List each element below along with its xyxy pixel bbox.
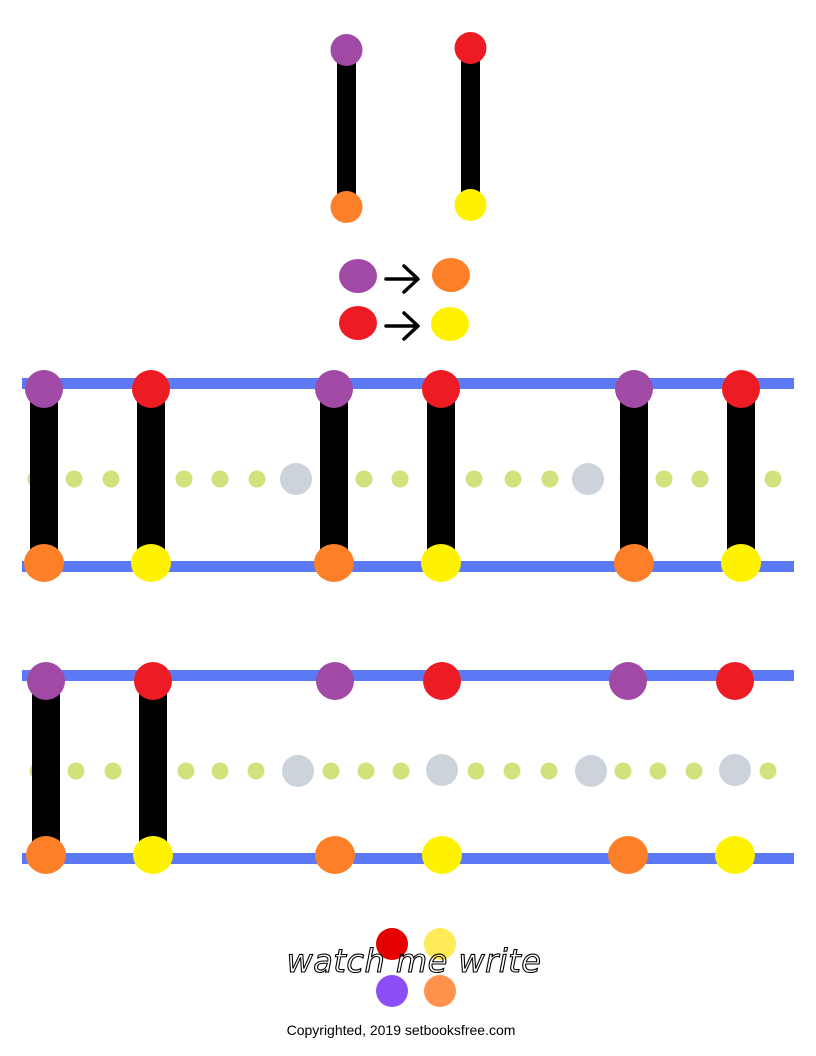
logo-yellow-dot bbox=[424, 928, 456, 960]
model-stroke-2-end-dot bbox=[454, 189, 487, 221]
stroke-direction-legend bbox=[339, 258, 470, 341]
legend-orange-dot bbox=[432, 258, 470, 292]
midline-space-markers bbox=[282, 754, 751, 787]
traced-stroke bbox=[26, 662, 66, 874]
model-stroke-1-start-dot bbox=[330, 34, 363, 66]
copyright-notice: Copyrighted, 2019 setbooksfree.com bbox=[286, 1022, 516, 1038]
model-stroke-1-end-dot bbox=[330, 191, 363, 223]
practice-row-2 bbox=[22, 662, 794, 874]
trace-end-dots bbox=[315, 836, 755, 874]
bottom-rule-line bbox=[22, 853, 794, 864]
traced-stroke bbox=[314, 370, 354, 582]
trace-start-dots bbox=[316, 662, 754, 700]
legend-purple-dot bbox=[339, 259, 377, 293]
logo-text: watch me write bbox=[287, 942, 542, 980]
top-rule-line bbox=[22, 378, 794, 389]
traced-stroke bbox=[133, 662, 173, 874]
right-arrow-icon bbox=[384, 311, 420, 341]
logo-orange-dot bbox=[424, 975, 456, 1007]
traced-stroke bbox=[24, 370, 64, 582]
bottom-rule-line bbox=[22, 561, 794, 572]
model-strokes bbox=[330, 32, 487, 223]
model-stroke-1-line bbox=[337, 50, 356, 207]
legend-row-red-to-yellow bbox=[339, 306, 469, 341]
right-arrow-icon bbox=[384, 264, 420, 294]
legend-yellow-dot bbox=[431, 307, 469, 341]
legend-row-purple-to-orange bbox=[339, 258, 470, 294]
model-stroke-1 bbox=[330, 34, 363, 223]
watch-me-write-logo: watch me write bbox=[286, 928, 542, 1007]
practice-row-1 bbox=[22, 370, 794, 582]
logo-red-dot bbox=[376, 928, 408, 960]
model-stroke-2-start-dot bbox=[454, 32, 487, 64]
midline-dots bbox=[27, 470, 782, 488]
model-stroke-2 bbox=[454, 32, 487, 221]
top-rule-line bbox=[22, 670, 794, 681]
traced-stroke bbox=[131, 370, 171, 582]
legend-red-dot bbox=[339, 306, 377, 340]
midline-space-markers bbox=[280, 463, 604, 495]
logo-purple-dot bbox=[376, 975, 408, 1007]
traced-stroke bbox=[721, 370, 761, 582]
traced-stroke bbox=[614, 370, 654, 582]
traced-stroke bbox=[421, 370, 461, 582]
model-stroke-2-line bbox=[461, 48, 480, 205]
